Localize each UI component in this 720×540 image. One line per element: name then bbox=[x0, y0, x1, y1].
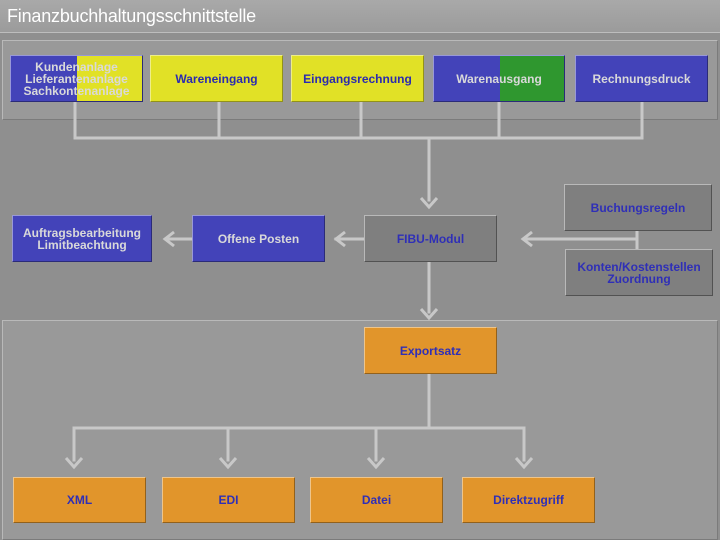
auftragsbearbeitung-line1: Auftragsbearbeitung bbox=[22, 225, 141, 240]
fibu-modul-label: FIBU-Modul bbox=[396, 231, 465, 246]
direktzugriff-label: Direktzugriff bbox=[493, 493, 564, 507]
datei-box[interactable]: Datei bbox=[310, 477, 443, 523]
datei-label: Datei bbox=[361, 493, 392, 507]
edi-box[interactable]: EDI bbox=[162, 477, 295, 523]
stammdaten-box[interactable]: Kundenanlage Lieferantenanlage Sachkonte… bbox=[10, 55, 143, 102]
konten-zuordnung-box[interactable]: Konten/Kostenstellen Zuordnung bbox=[565, 249, 713, 296]
eingangsrechnung-label: Eingangsrechnung bbox=[303, 71, 412, 86]
page-title: Finanzbuchhaltungsschnittstelle bbox=[7, 6, 256, 26]
direktzugriff-box[interactable]: Direktzugriff bbox=[462, 477, 595, 523]
eingangsrechnung-box[interactable]: Eingangsrechnung bbox=[291, 55, 424, 102]
edi-label: EDI bbox=[218, 493, 239, 507]
rechnungsdruck-label: Rechnungsdruck bbox=[592, 71, 691, 86]
offene-posten-label: Offene Posten bbox=[217, 231, 300, 246]
warenausgang-green-segment bbox=[500, 56, 564, 101]
offene-posten-box[interactable]: Offene Posten bbox=[192, 215, 325, 262]
konten-line1: Konten/Kostenstellen bbox=[577, 259, 701, 274]
auftragsbearbeitung-line2: Limitbeachtung bbox=[37, 237, 127, 252]
stammdaten-line2: Lieferantenanlage bbox=[25, 71, 128, 86]
buchungsregeln-label: Buchungsregeln bbox=[590, 200, 686, 215]
konten-line2: Zuordnung bbox=[607, 271, 671, 286]
exportsatz-box[interactable]: Exportsatz bbox=[364, 327, 497, 374]
xml-box[interactable]: XML bbox=[13, 477, 146, 523]
stammdaten-line3: Sachkontenanlage bbox=[23, 83, 130, 98]
exportsatz-label: Exportsatz bbox=[399, 343, 462, 358]
wareneingang-box[interactable]: Wareneingang bbox=[150, 55, 283, 102]
xml-label: XML bbox=[66, 493, 93, 507]
fibu-modul-box[interactable]: FIBU-Modul bbox=[364, 215, 497, 262]
auftragsbearbeitung-box[interactable]: Auftragsbearbeitung Limitbeachtung bbox=[12, 215, 152, 262]
warenausgang-label: Warenausgang bbox=[456, 71, 542, 86]
warenausgang-box[interactable]: Warenausgang bbox=[433, 55, 565, 102]
stammdaten-line1: Kundenanlage bbox=[35, 59, 118, 74]
buchungsregeln-box[interactable]: Buchungsregeln bbox=[564, 184, 712, 231]
stammdaten-yellow-segment bbox=[77, 56, 142, 101]
wareneingang-label: Wareneingang bbox=[175, 71, 258, 86]
rechnungsdruck-box[interactable]: Rechnungsdruck bbox=[575, 55, 708, 102]
title-bar: Finanzbuchhaltungsschnittstelle bbox=[0, 0, 720, 33]
